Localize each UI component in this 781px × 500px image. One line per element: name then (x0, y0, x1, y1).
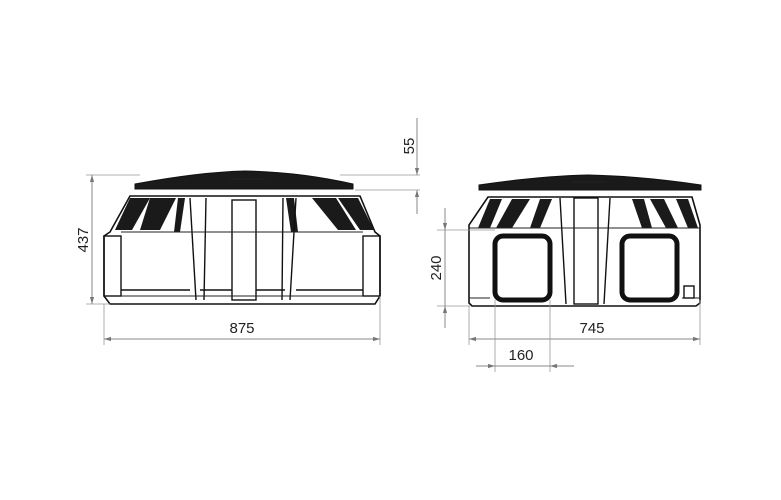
dim-160: 160 (508, 347, 533, 364)
dimension-labels: 55 437 875 240 745 160 (75, 138, 605, 364)
side-lid (478, 174, 702, 191)
dim-745: 745 (579, 320, 604, 337)
dim-240: 240 (428, 255, 445, 280)
front-view (103, 170, 381, 305)
dim-437: 437 (75, 227, 92, 252)
dimension-lines (86, 118, 701, 372)
front-lid (134, 170, 354, 190)
side-opening-left (492, 233, 553, 303)
dim-55: 55 (401, 138, 418, 155)
dim-875: 875 (229, 320, 254, 337)
side-opening-right (619, 233, 680, 303)
side-view (468, 174, 702, 307)
front-body (103, 195, 381, 305)
